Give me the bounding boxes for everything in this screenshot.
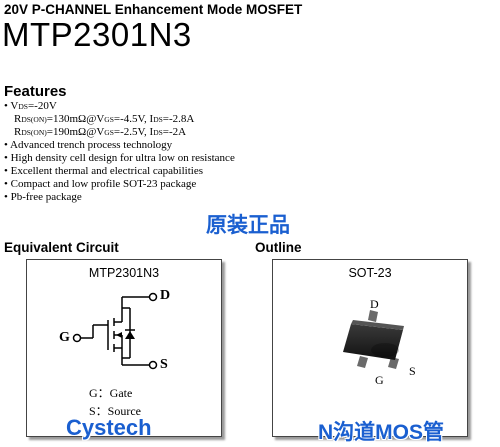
equivalent-circuit-heading: Equivalent Circuit <box>4 240 119 255</box>
equivalent-circuit-box: MTP2301N3 <box>26 259 222 437</box>
outline-pin-gate: G <box>375 373 384 387</box>
watermark-genuine: 原装正品 <box>206 214 290 237</box>
outline-box-title: SOT-23 <box>348 266 392 280</box>
rds-subscript: DS(ON) <box>21 128 47 137</box>
feature-item: • Excellent thermal and electrical capab… <box>4 165 204 177</box>
vgs-subscript: GS <box>104 115 114 124</box>
outline-heading: Outline <box>255 240 302 255</box>
feature-item: • Advanced trench process technology <box>4 139 173 151</box>
mosfet-symbol-icon <box>72 292 158 370</box>
ids-subscript: DS <box>153 128 163 137</box>
vds-subscript: DS <box>18 102 28 111</box>
pin-label-source: S <box>160 357 168 372</box>
vgs-value: =-2.5V, I <box>113 126 154 138</box>
legend-source: S：Source <box>89 404 141 418</box>
part-number-title: MTP2301N3 <box>2 16 192 53</box>
features-list: • VDS=-20V RDS(ON)=130mΩ@VGS=-4.5V, IDS=… <box>4 100 235 204</box>
vds-value: =-20V <box>27 100 57 112</box>
feature-rds-2: RDS(ON)=190mΩ@VGS=-2.5V, IDS=-2A <box>4 126 235 139</box>
feature-vds: • VDS=-20V <box>4 100 235 113</box>
watermark-brand: Cystech <box>66 415 152 440</box>
pin-label-gate: G <box>59 330 70 345</box>
vds-symbol: V <box>10 100 19 112</box>
ids-value: =-2A <box>162 126 187 138</box>
outline-pin-source: S <box>409 364 416 378</box>
vgs-subscript: GS <box>104 128 114 137</box>
ids-value: =-2.8A <box>162 113 195 125</box>
legend-gate: G：Gate <box>89 386 133 400</box>
ids-subscript: DS <box>153 115 163 124</box>
document-subtitle: 20V P-CHANNEL Enhancement Mode MOSFET <box>4 2 303 17</box>
bullet: • <box>4 100 8 112</box>
vgs-value: =-4.5V, I <box>113 113 154 125</box>
feature-item: • Pb-free package <box>4 191 82 203</box>
rds-symbol: R <box>14 113 22 125</box>
sot23-package-icon <box>343 310 404 369</box>
rds-value: =130mΩ@V <box>46 113 105 125</box>
watermark-type: N沟道MOS管 <box>318 421 444 444</box>
rds-subscript: DS(ON) <box>21 115 47 124</box>
rds-value: =190mΩ@V <box>46 126 105 138</box>
outline-box: SOT-23 D G S <box>272 259 468 437</box>
circuit-box-title: MTP2301N3 <box>88 266 160 280</box>
features-heading: Features <box>4 83 67 100</box>
feature-item: • High density cell design for ultra low… <box>4 152 235 164</box>
pin-label-drain: D <box>160 288 171 303</box>
feature-rds-1: RDS(ON)=130mΩ@VGS=-4.5V, IDS=-2.8A <box>4 113 235 126</box>
feature-item: • Compact and low profile SOT-23 package <box>4 178 197 190</box>
outline-pin-drain: D <box>370 297 379 311</box>
rds-symbol: R <box>14 126 22 138</box>
